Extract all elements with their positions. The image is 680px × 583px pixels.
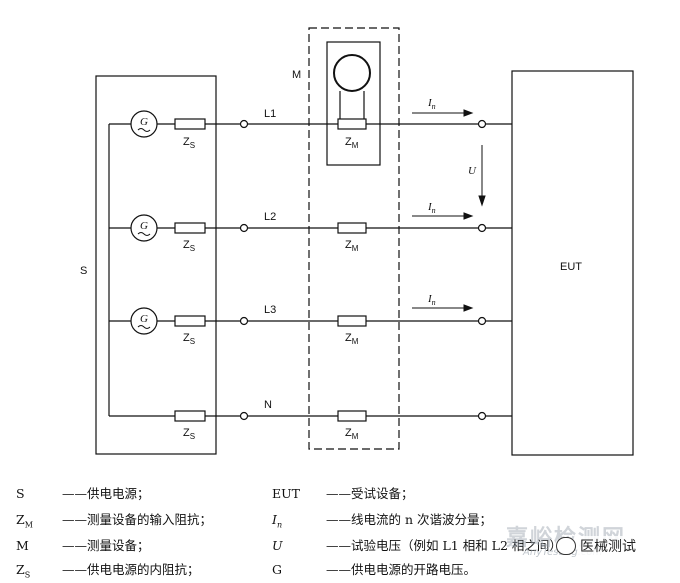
generator-symbol: G bbox=[140, 220, 148, 232]
legend-symbol: In bbox=[272, 512, 283, 530]
legend-text: ——线电流的 n 次谐波分量； bbox=[326, 512, 492, 527]
legend-text: ——供电电源的内阻抗； bbox=[62, 562, 200, 577]
legend-symbol: ZS bbox=[16, 562, 31, 580]
meter-dial bbox=[333, 54, 371, 92]
legend-item: EUT ——受试设备； bbox=[272, 486, 414, 501]
zm-resistor-l3 bbox=[337, 315, 367, 327]
line-label-l2: L2 bbox=[264, 211, 276, 223]
legend-text: ——受试设备； bbox=[326, 486, 414, 501]
generator-symbol: G bbox=[140, 116, 148, 128]
legend-item: M ——测量设备； bbox=[16, 538, 150, 553]
legend-item: In ——线电流的 n 次谐波分量； bbox=[272, 512, 492, 533]
current-label: In bbox=[427, 97, 436, 111]
zm-label: ZM bbox=[345, 239, 359, 253]
generator-l2 bbox=[130, 214, 158, 242]
legend-text: ——测量设备； bbox=[62, 538, 150, 553]
generator-l3 bbox=[130, 307, 158, 335]
legend-text: ——测量设备的输入阻抗； bbox=[62, 512, 213, 527]
circuit-diagram: G G G S M EUT L1 L2 L bbox=[80, 27, 634, 456]
meter-label: M bbox=[292, 69, 301, 81]
legend-item: U ——试验电压（例如 L1 相和 L2 相之间）； bbox=[272, 538, 568, 553]
source-label: S bbox=[80, 265, 87, 277]
zs-resistor-l1 bbox=[174, 118, 206, 130]
zs-label: ZS bbox=[183, 427, 195, 441]
voltage-label: U bbox=[468, 165, 477, 177]
legend-symbol: G bbox=[272, 562, 282, 577]
zs-label: ZS bbox=[183, 239, 195, 253]
zs-label: ZS bbox=[183, 332, 195, 346]
current-label: In bbox=[427, 293, 436, 307]
eut-label: EUT bbox=[560, 261, 582, 273]
meter-block bbox=[308, 27, 400, 450]
zs-label: ZS bbox=[183, 136, 195, 150]
legend: S ——供电电源； ZM ——测量设备的输入阻抗； M ——测量设备； ZS ——供电电… bbox=[0, 482, 680, 580]
source-block bbox=[95, 75, 217, 455]
legend-item: ZM ——测量设备的输入阻抗； bbox=[16, 512, 212, 533]
generator-l1 bbox=[130, 110, 158, 138]
zm-resistor-l1 bbox=[337, 118, 367, 130]
zm-label: ZM bbox=[345, 427, 359, 441]
line-label-n: N bbox=[264, 399, 272, 411]
zs-resistor-l3 bbox=[174, 315, 206, 327]
generator-symbol: G bbox=[140, 313, 148, 325]
legend-symbol: S bbox=[16, 486, 25, 501]
meter-housing bbox=[326, 41, 381, 166]
current-label: In bbox=[427, 201, 436, 215]
line-label-l3: L3 bbox=[264, 304, 276, 316]
zm-label: ZM bbox=[345, 136, 359, 150]
zs-resistor-l2 bbox=[174, 222, 206, 234]
legend-text: ——供电电源； bbox=[62, 486, 150, 501]
legend-symbol: U bbox=[272, 538, 283, 553]
legend-symbol: ZM bbox=[16, 512, 33, 530]
legend-symbol: EUT bbox=[272, 486, 300, 501]
watermark-badge: 医械测试 bbox=[578, 536, 638, 556]
legend-text: ——供电电源的开路电压。 bbox=[326, 562, 477, 577]
legend-symbol: M bbox=[16, 538, 29, 553]
legend-item: G ——供电电源的开路电压。 bbox=[272, 562, 476, 577]
zm-resistor-n bbox=[337, 410, 367, 422]
zm-resistor-l2 bbox=[337, 222, 367, 234]
zm-label: ZM bbox=[345, 332, 359, 346]
legend-item: S ——供电电源； bbox=[16, 486, 150, 501]
eut-block bbox=[511, 70, 634, 456]
legend-item: ZS ——供电电源的内阻抗； bbox=[16, 562, 200, 583]
wechat-icon bbox=[556, 537, 576, 555]
legend-text: ——试验电压（例如 L1 相和 L2 相之间）； bbox=[326, 538, 569, 553]
line-label-l1: L1 bbox=[264, 108, 276, 120]
zs-resistor-n bbox=[174, 410, 206, 422]
